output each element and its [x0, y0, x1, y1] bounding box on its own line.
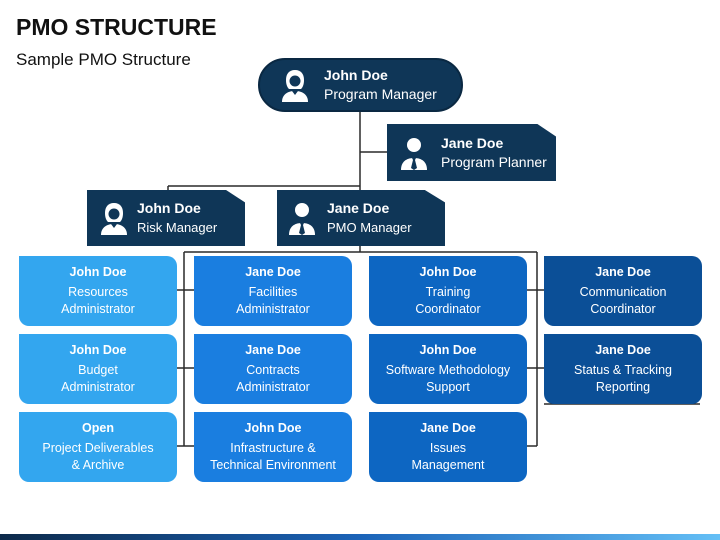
card-role: Contracts Administrator [236, 363, 310, 394]
role-card: John Doe Infrastructure & Technical Envi… [194, 412, 352, 482]
male-person-icon [287, 200, 321, 236]
role-card: John Doe Resources Administrator [19, 256, 177, 326]
card-role: Training Coordinator [415, 285, 481, 316]
female-person-icon [97, 200, 131, 236]
card-name: Jane Doe [245, 343, 301, 357]
program-planner-role: Program Planner [441, 153, 547, 170]
card-role: Status & Tracking Reporting [574, 363, 672, 394]
role-card: Jane Doe Facilities Administrator [194, 256, 352, 326]
card-role: Infrastructure & Technical Environment [210, 441, 336, 472]
card-name: Jane Doe [420, 421, 476, 435]
pmo-manager-role: PMO Manager [327, 220, 412, 235]
risk-manager-box: John Doe Risk Manager [87, 190, 245, 246]
role-card: Jane Doe Issues Management [369, 412, 527, 482]
card-role: Facilities Administrator [236, 285, 310, 316]
role-card: John Doe Budget Administrator [19, 334, 177, 404]
male-person-icon [399, 135, 433, 171]
role-card: Jane Doe Status & Tracking Reporting [544, 334, 702, 404]
program-planner-box: Jane Doe Program Planner [387, 124, 556, 181]
program-manager-name: John Doe [324, 67, 388, 83]
card-role: Communication Coordinator [579, 285, 667, 316]
card-name: Jane Doe [245, 265, 301, 279]
female-person-icon [278, 67, 312, 103]
program-manager-box: John Doe Program Manager [258, 58, 463, 112]
pmo-manager-name: Jane Doe [327, 200, 390, 216]
role-card: Jane Doe Contracts Administrator [194, 334, 352, 404]
page-subtitle: Sample PMO Structure [16, 50, 191, 69]
risk-manager-role: Risk Manager [137, 220, 218, 235]
program-planner-name: Jane Doe [441, 134, 504, 151]
card-name: John Doe [419, 265, 477, 279]
role-card: John Doe Training Coordinator [369, 256, 527, 326]
card-role: Software Methodology Support [385, 363, 511, 394]
program-planner-text: Jane Doe Program Planner [441, 134, 547, 172]
card-name: John Doe [69, 265, 127, 279]
card-role: Resources Administrator [61, 285, 135, 316]
pmo-manager-text: Jane Doe PMO Manager [327, 199, 412, 237]
card-name: John Doe [419, 343, 477, 357]
card-name: John Doe [69, 343, 127, 357]
card-name: Jane Doe [595, 343, 651, 357]
card-role: Budget Administrator [61, 363, 135, 394]
card-role: Project Deliverables & Archive [42, 441, 154, 472]
role-card: Open Project Deliverables & Archive [19, 412, 177, 482]
card-name: Open [82, 421, 114, 435]
role-card: John Doe Software Methodology Support [369, 334, 527, 404]
footer-gradient-bar [0, 534, 720, 540]
program-manager-text: John Doe Program Manager [324, 66, 437, 104]
card-name: Jane Doe [595, 265, 651, 279]
card-role: Issues Management [411, 441, 485, 472]
risk-manager-name: John Doe [137, 200, 201, 216]
page-title: PMO STRUCTURE [16, 14, 217, 40]
card-name: John Doe [244, 421, 302, 435]
role-card: Jane Doe Communication Coordinator [544, 256, 702, 326]
pmo-manager-box: Jane Doe PMO Manager [277, 190, 445, 246]
risk-manager-text: John Doe Risk Manager [137, 199, 217, 237]
program-manager-role: Program Manager [324, 86, 437, 102]
